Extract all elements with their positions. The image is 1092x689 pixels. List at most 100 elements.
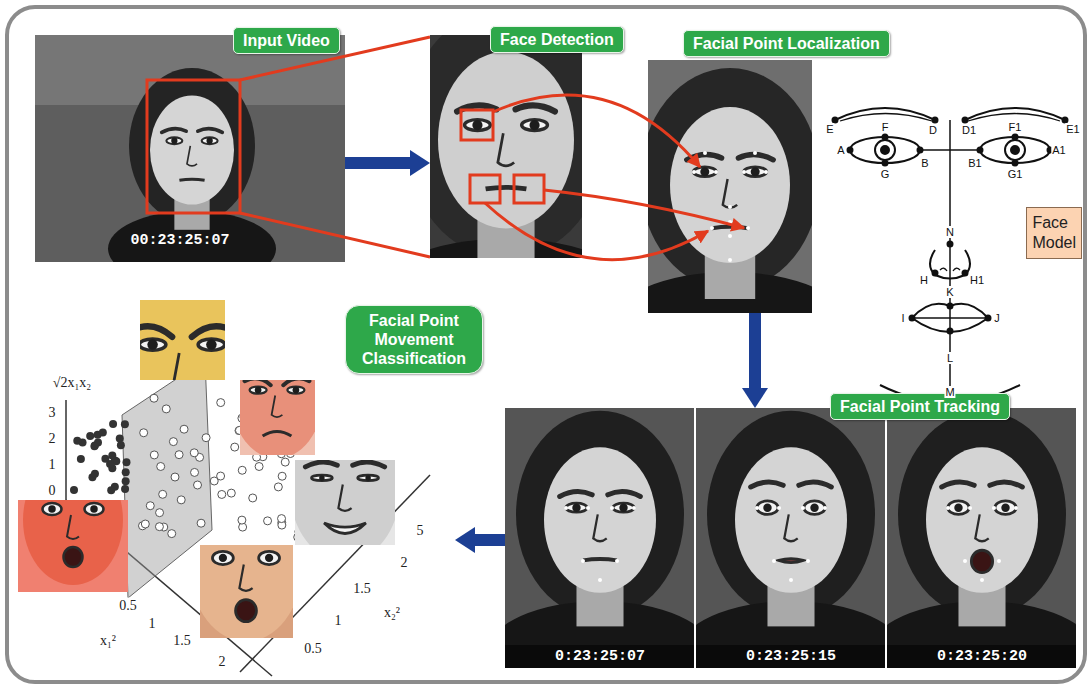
stage-title: Face Model (1032, 213, 1076, 253)
class-point (101, 455, 109, 463)
facial-point (746, 226, 750, 230)
axis-label: √2x₁x₂ (52, 375, 92, 390)
facial-point (948, 304, 953, 309)
facial-point (883, 161, 888, 166)
class-point (264, 517, 272, 525)
eye (85, 503, 104, 515)
mouth (64, 547, 83, 567)
eye (566, 503, 587, 512)
facial-point (615, 559, 619, 563)
eyebrow (942, 482, 974, 487)
mouth (486, 187, 527, 189)
eye (465, 120, 491, 131)
class-point (238, 466, 246, 474)
class-point (121, 420, 129, 428)
point-letter: H1 (969, 274, 985, 286)
eyebrow (608, 492, 640, 497)
facial-point (963, 559, 967, 563)
face-skin (200, 545, 293, 638)
feature-box (470, 175, 500, 203)
facial-point (986, 316, 991, 321)
class-point (91, 470, 99, 478)
eye-line (920, 149, 980, 151)
iris (763, 503, 771, 511)
class-point (194, 481, 202, 489)
localized-face (648, 60, 812, 313)
face-skin (140, 300, 225, 380)
face-figure (696, 411, 885, 668)
class-point (157, 462, 165, 470)
class-point (107, 486, 115, 494)
timecode: 0:23:25:15 (746, 648, 836, 666)
model-pupil (1011, 146, 1019, 154)
facial-point (978, 148, 983, 153)
zoom-line (240, 213, 430, 257)
iris (265, 554, 273, 562)
eyebrow (353, 462, 385, 467)
face-figure (140, 300, 225, 380)
iris (255, 387, 262, 394)
face-figure (240, 380, 315, 455)
facial-point (753, 151, 757, 155)
class-point (90, 442, 98, 450)
class-point (159, 490, 167, 498)
point-letter: I (900, 312, 905, 324)
class-point (122, 477, 130, 485)
class-point (175, 451, 183, 459)
timecode-bar (505, 645, 694, 668)
point-letter: A1 (1051, 144, 1066, 156)
stage-tag: Facial Point Localization (683, 30, 890, 57)
point-letter: E1 (1065, 123, 1080, 135)
nose (593, 514, 606, 541)
nose (187, 146, 197, 166)
iris (147, 339, 158, 350)
eye (212, 551, 233, 564)
eyebrow (516, 105, 555, 111)
class-point (197, 519, 205, 527)
face-skin (240, 380, 315, 455)
iris (529, 120, 539, 130)
class-point (278, 515, 286, 523)
face-skin (544, 447, 656, 593)
feature-arrow (493, 95, 700, 167)
eye (43, 503, 62, 515)
face-figure (108, 68, 276, 262)
mouth (324, 523, 366, 533)
iris (700, 167, 709, 176)
iris (219, 554, 227, 562)
facial-point (883, 135, 888, 140)
iris (751, 167, 760, 176)
axis-label: 2 (400, 555, 409, 570)
expression-photo (18, 500, 128, 592)
class-point (274, 483, 282, 491)
eye (198, 339, 225, 350)
class-point (70, 486, 78, 494)
axis (65, 400, 67, 500)
axis-label: 1 (334, 613, 343, 628)
model-brow (835, 108, 935, 120)
stage-tag: Input Video (233, 27, 340, 54)
facial-point (823, 506, 827, 510)
class-point (117, 441, 125, 449)
facial-point (968, 506, 972, 510)
point-letter: M (944, 386, 955, 398)
class-point (227, 489, 235, 497)
facial-point (806, 559, 810, 563)
timecode: 0:23:25:20 (937, 648, 1027, 666)
facial-point (948, 329, 953, 334)
facial-point (963, 271, 968, 276)
class-point (281, 458, 289, 466)
facial-point (1013, 135, 1018, 140)
face-figure (430, 35, 582, 258)
expression-photo (200, 545, 293, 638)
class-point (86, 432, 94, 440)
class-point (122, 458, 130, 466)
class-point (190, 449, 198, 457)
point-letter: N (945, 226, 955, 238)
eyebrow (245, 380, 271, 385)
axis-label: 2 (48, 431, 57, 446)
class-point (122, 468, 130, 476)
